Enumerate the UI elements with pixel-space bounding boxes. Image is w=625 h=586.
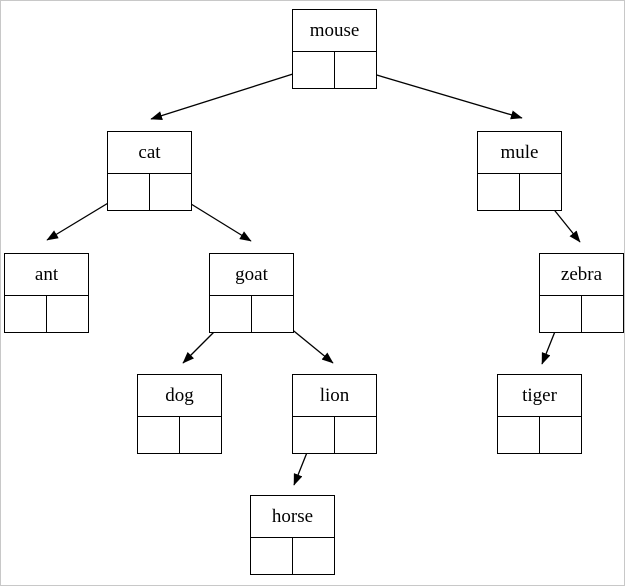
- node-label-mule: mule: [478, 132, 561, 174]
- node-label-dog: dog: [138, 375, 221, 417]
- right-pointer-cell-tiger: [540, 417, 582, 454]
- node-pointer-cells-dog: [138, 417, 221, 454]
- tree-node-tiger[interactable]: tiger: [497, 374, 582, 454]
- right-pointer-cell-mule: [520, 174, 562, 211]
- node-pointer-cells-ant: [5, 296, 88, 333]
- right-pointer-cell-mouse: [335, 52, 377, 89]
- node-pointer-cells-tiger: [498, 417, 581, 454]
- node-pointer-cells-mouse: [293, 52, 376, 89]
- node-label-lion: lion: [293, 375, 376, 417]
- node-label-cat: cat: [108, 132, 191, 174]
- right-pointer-cell-ant: [47, 296, 89, 333]
- tree-node-zebra[interactable]: zebra: [539, 253, 624, 333]
- left-pointer-cell-mule: [478, 174, 520, 211]
- left-pointer-cell-cat: [108, 174, 150, 211]
- right-pointer-cell-goat: [252, 296, 294, 333]
- edge-arrow-mouse-to-mule: [352, 67, 523, 120]
- right-pointer-cell-lion: [335, 417, 377, 454]
- node-label-ant: ant: [5, 254, 88, 296]
- node-label-horse: horse: [251, 496, 334, 538]
- tree-node-dog[interactable]: dog: [137, 374, 222, 454]
- left-pointer-cell-goat: [210, 296, 252, 333]
- node-label-goat: goat: [210, 254, 293, 296]
- node-pointer-cells-horse: [251, 538, 334, 575]
- tree-node-mule[interactable]: mule: [477, 131, 562, 211]
- left-pointer-cell-mouse: [293, 52, 335, 89]
- node-pointer-cells-mule: [478, 174, 561, 211]
- right-pointer-cell-dog: [180, 417, 222, 454]
- tree-node-cat[interactable]: cat: [107, 131, 192, 211]
- right-pointer-cell-zebra: [582, 296, 624, 333]
- node-pointer-cells-lion: [293, 417, 376, 454]
- left-pointer-cell-tiger: [498, 417, 540, 454]
- right-pointer-cell-cat: [150, 174, 192, 211]
- right-pointer-cell-horse: [293, 538, 335, 575]
- tree-node-mouse[interactable]: mouse: [292, 9, 377, 89]
- left-pointer-cell-dog: [138, 417, 180, 454]
- tree-node-lion[interactable]: lion: [292, 374, 377, 454]
- node-label-mouse: mouse: [293, 10, 376, 52]
- node-pointer-cells-cat: [108, 174, 191, 211]
- node-label-zebra: zebra: [540, 254, 623, 296]
- tree-node-goat[interactable]: goat: [209, 253, 294, 333]
- node-pointer-cells-zebra: [540, 296, 623, 333]
- node-pointer-cells-goat: [210, 296, 293, 333]
- tree-node-ant[interactable]: ant: [4, 253, 89, 333]
- left-pointer-cell-ant: [5, 296, 47, 333]
- edge-arrow-mouse-to-cat: [150, 66, 316, 120]
- tree-node-horse[interactable]: horse: [250, 495, 335, 575]
- left-pointer-cell-zebra: [540, 296, 582, 333]
- left-pointer-cell-horse: [251, 538, 293, 575]
- left-pointer-cell-lion: [293, 417, 335, 454]
- node-label-tiger: tiger: [498, 375, 581, 417]
